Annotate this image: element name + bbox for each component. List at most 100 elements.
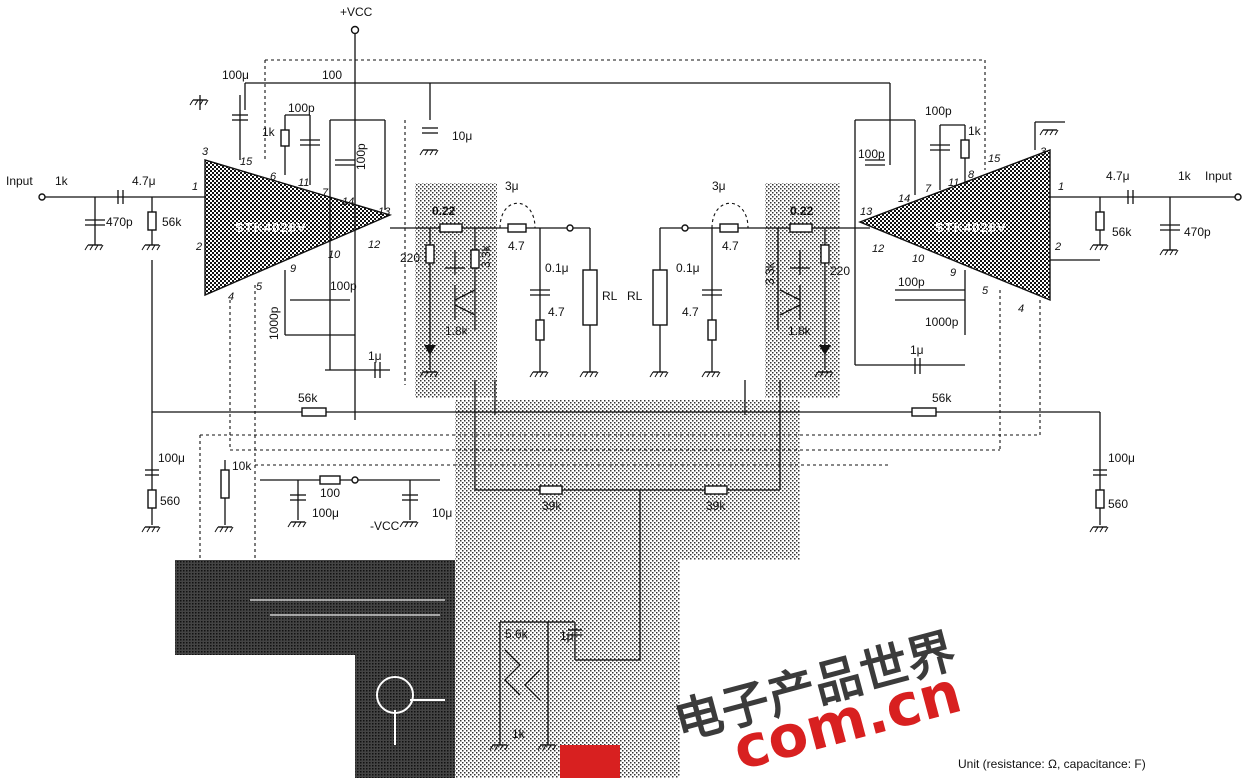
left-load: RL xyxy=(602,289,618,303)
right-coil-resistor: 4.7 xyxy=(722,239,739,253)
right-base-resistor: 220 xyxy=(830,264,850,278)
pos-vcc-label: +VCC xyxy=(340,5,373,19)
left-comp-cap-bottom: 100p xyxy=(330,279,357,293)
svg-text:2: 2 xyxy=(1054,241,1061,253)
right-feedback-cap: 100μ xyxy=(1108,451,1135,465)
svg-text:5: 5 xyxy=(256,281,263,293)
right-bias-resistor: 56k xyxy=(1112,225,1132,239)
right-zobel-cap: 0.1μ xyxy=(676,261,700,275)
left-comp-cap-1000: 1000p xyxy=(267,306,281,340)
svg-text:2: 2 xyxy=(195,241,202,253)
shaded-left-transistor xyxy=(415,183,497,398)
right-comp-cap-vert: 100p xyxy=(858,147,885,161)
watermark-logo-block xyxy=(560,745,620,778)
left-coil: 3μ xyxy=(505,179,519,193)
neg-cap-left: 100μ xyxy=(312,506,339,520)
left-comp-resistor: 1k xyxy=(262,125,276,139)
right-bias-res2: 1.8k xyxy=(788,324,812,338)
left-input-circuit xyxy=(38,190,205,251)
left-zobel-cap: 0.1μ xyxy=(545,261,569,275)
left-bias-resistor: 56k xyxy=(162,215,182,229)
right-output-stage xyxy=(649,202,870,378)
left-feedback-resistor: 56k xyxy=(298,391,318,405)
left-sense-resistor: 3.3k xyxy=(479,244,493,268)
left-supply-cap: 10μ xyxy=(452,129,472,143)
right-ic-body xyxy=(858,148,1051,302)
svg-text:9: 9 xyxy=(950,267,956,279)
left-compensation xyxy=(232,95,390,378)
shaded-regions xyxy=(175,183,840,778)
right-ground-res: 560 xyxy=(1108,497,1128,511)
left-zobel-resistor: 4.7 xyxy=(548,305,565,319)
svg-text:12: 12 xyxy=(368,239,380,251)
right-comp-cap-bottom: 100p xyxy=(898,275,925,289)
bridge-right-resistor: 39k xyxy=(706,499,726,513)
left-decouple-resistor: 100 xyxy=(322,68,342,82)
svg-text:13: 13 xyxy=(860,206,873,218)
right-input-label: Input xyxy=(1205,169,1232,183)
right-comp-cap-1000: 1000p xyxy=(925,315,959,329)
right-feedback-resistor: 56k xyxy=(932,391,952,405)
left-feedback-cap: 100μ xyxy=(158,451,185,465)
svg-text:10: 10 xyxy=(912,253,925,265)
left-comp-cap-vert: 100p xyxy=(354,143,368,170)
right-ic-label: STK4028V xyxy=(935,220,1007,235)
left-cap-1u: 1μ xyxy=(368,349,382,363)
svg-text:14: 14 xyxy=(342,196,354,208)
svg-text:4: 4 xyxy=(228,291,234,303)
right-input-resistor: 1k xyxy=(1178,169,1192,183)
shaded-protection-block xyxy=(175,560,455,655)
right-compensation xyxy=(854,119,1065,374)
svg-text:12: 12 xyxy=(872,243,884,255)
svg-text:3: 3 xyxy=(202,146,209,158)
protection-res-top: 5.6k xyxy=(505,627,529,641)
svg-text:10: 10 xyxy=(328,249,341,261)
left-input-resistor: 1k xyxy=(55,174,69,188)
bridge-left-resistor: 39k xyxy=(542,499,562,513)
protection-cap: 1μ xyxy=(560,629,574,643)
supply-wiring xyxy=(189,25,986,420)
svg-text:1: 1 xyxy=(192,181,198,193)
left-ic-body xyxy=(204,159,393,297)
protection-res-bottom: 1k xyxy=(512,727,526,741)
left-base-resistor: 220 xyxy=(400,251,420,265)
svg-text:13: 13 xyxy=(378,206,391,218)
neg-decouple-res: 100 xyxy=(320,486,340,500)
right-input-circuit xyxy=(1050,190,1242,256)
left-input-cap: 4.7μ xyxy=(132,174,156,188)
right-input-shunt-cap: 470p xyxy=(1184,225,1211,239)
shaded-lower-center xyxy=(455,560,680,778)
left-bootstrap-cap: 100μ xyxy=(222,68,249,82)
svg-text:1: 1 xyxy=(1058,181,1064,193)
left-ic-label: STK4028V xyxy=(235,220,307,235)
neg-vcc-label: -VCC xyxy=(370,519,400,533)
left-ic-pins: 3 1 2 4 5 9 10 6 11 7 14 13 12 15 xyxy=(192,146,391,303)
right-sense-resistor: 3.3k xyxy=(763,261,777,285)
right-load: RL xyxy=(627,289,643,303)
left-bias-res2: 1.8k xyxy=(445,324,469,338)
feedback-network xyxy=(141,259,1109,660)
shaded-bridge-area xyxy=(455,400,800,560)
left-input-label: Input xyxy=(6,174,33,188)
left-input-shunt-cap: 470p xyxy=(106,215,133,229)
left-comp-cap-top: 100p xyxy=(288,101,315,115)
right-ic-pins: 3 1 2 4 5 9 10 8 11 7 14 13 12 15 xyxy=(860,146,1064,315)
left-coil-resistor: 4.7 xyxy=(508,239,525,253)
left-ground-res: 560 xyxy=(160,494,180,508)
svg-text:8: 8 xyxy=(968,169,975,181)
svg-text:15: 15 xyxy=(988,153,1001,165)
unit-note: Unit (resistance: Ω, capacitance: F) xyxy=(958,757,1146,771)
svg-text:14: 14 xyxy=(898,193,910,205)
shaded-protection-tail xyxy=(355,650,455,778)
right-comp-cap-top: 100p xyxy=(925,104,952,118)
left-emitter-resistor: 0.22 xyxy=(432,204,456,218)
svg-text:6: 6 xyxy=(270,171,277,183)
svg-text:4: 4 xyxy=(1018,303,1024,315)
neg-cap-right: 10μ xyxy=(432,506,452,520)
right-cap-1u: 1μ xyxy=(910,343,924,357)
svg-text:7: 7 xyxy=(925,183,932,195)
svg-text:11: 11 xyxy=(298,177,309,189)
right-emitter-resistor: 0.22 xyxy=(790,204,814,218)
right-comp-resistor: 1k xyxy=(968,124,982,138)
